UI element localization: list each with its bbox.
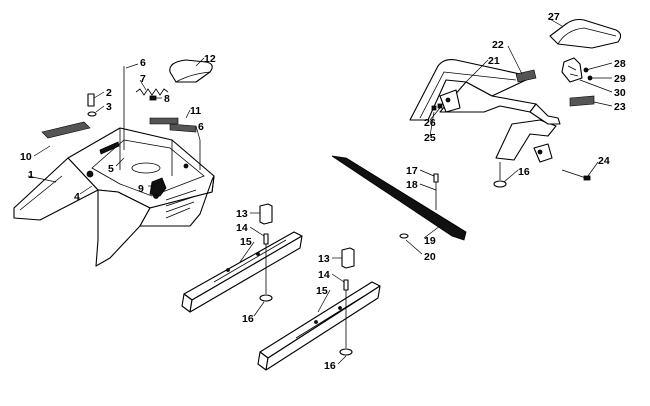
callout-25: 25 (424, 132, 436, 144)
callout-11: 11 (190, 105, 201, 117)
rear-bumper-frame (13, 127, 215, 267)
rail-left (181, 231, 303, 313)
bolt-2 (87, 93, 97, 117)
leader-lines (27, 17, 613, 365)
callout-24: 24 (598, 155, 610, 167)
callout-23: 23 (614, 101, 626, 113)
latch-9 (149, 177, 167, 197)
callout-9: 9 (138, 183, 144, 195)
callout-12: 12 (204, 53, 216, 65)
callout-30: 30 (614, 87, 626, 99)
callout-29: 29 (614, 73, 626, 85)
callout-22: 22 (492, 39, 504, 51)
callout-27: 27 (548, 11, 560, 23)
callout-21: 21 (488, 55, 500, 67)
callout-13-lower: 13 (318, 253, 330, 265)
callout-14-lower: 14 (318, 269, 330, 281)
callout-26: 26 (424, 117, 436, 129)
callout-15-upper: 15 (240, 236, 252, 248)
callout-2: 2 (106, 87, 112, 99)
callout-17: 17 (406, 165, 418, 177)
snow-flap-19 (331, 155, 467, 241)
cap-12 (169, 59, 213, 83)
callout-20: 20 (424, 251, 436, 263)
callout-6-top: 6 (140, 57, 146, 69)
callout-4: 4 (74, 191, 80, 203)
callout-6-right: 6 (198, 121, 204, 133)
callout-5: 5 (108, 163, 114, 175)
spacer-13-lower (339, 247, 355, 356)
callout-16-upper: 16 (242, 313, 254, 325)
callout-28: 28 (614, 58, 626, 70)
pad-strips (41, 117, 197, 139)
callout-labels: 1 2 3 4 5 6 6 7 8 9 10 11 12 13 13 14 14… (20, 11, 626, 372)
grab-handle-frame (409, 18, 622, 188)
callout-16-right: 16 (518, 166, 530, 178)
callout-19: 19 (424, 235, 436, 247)
callout-18: 18 (406, 179, 418, 191)
spacer-13-upper (259, 203, 273, 302)
callout-8: 8 (164, 93, 170, 105)
rail-right (257, 281, 381, 371)
callout-10: 10 (20, 151, 32, 163)
callout-7: 7 (140, 73, 146, 85)
callout-14-upper: 14 (236, 222, 248, 234)
callout-15-lower: 15 (316, 285, 328, 297)
callout-13-upper: 13 (236, 208, 248, 220)
callout-3: 3 (106, 101, 112, 113)
callout-16-lower: 16 (324, 360, 336, 372)
callout-1: 1 (28, 169, 34, 181)
